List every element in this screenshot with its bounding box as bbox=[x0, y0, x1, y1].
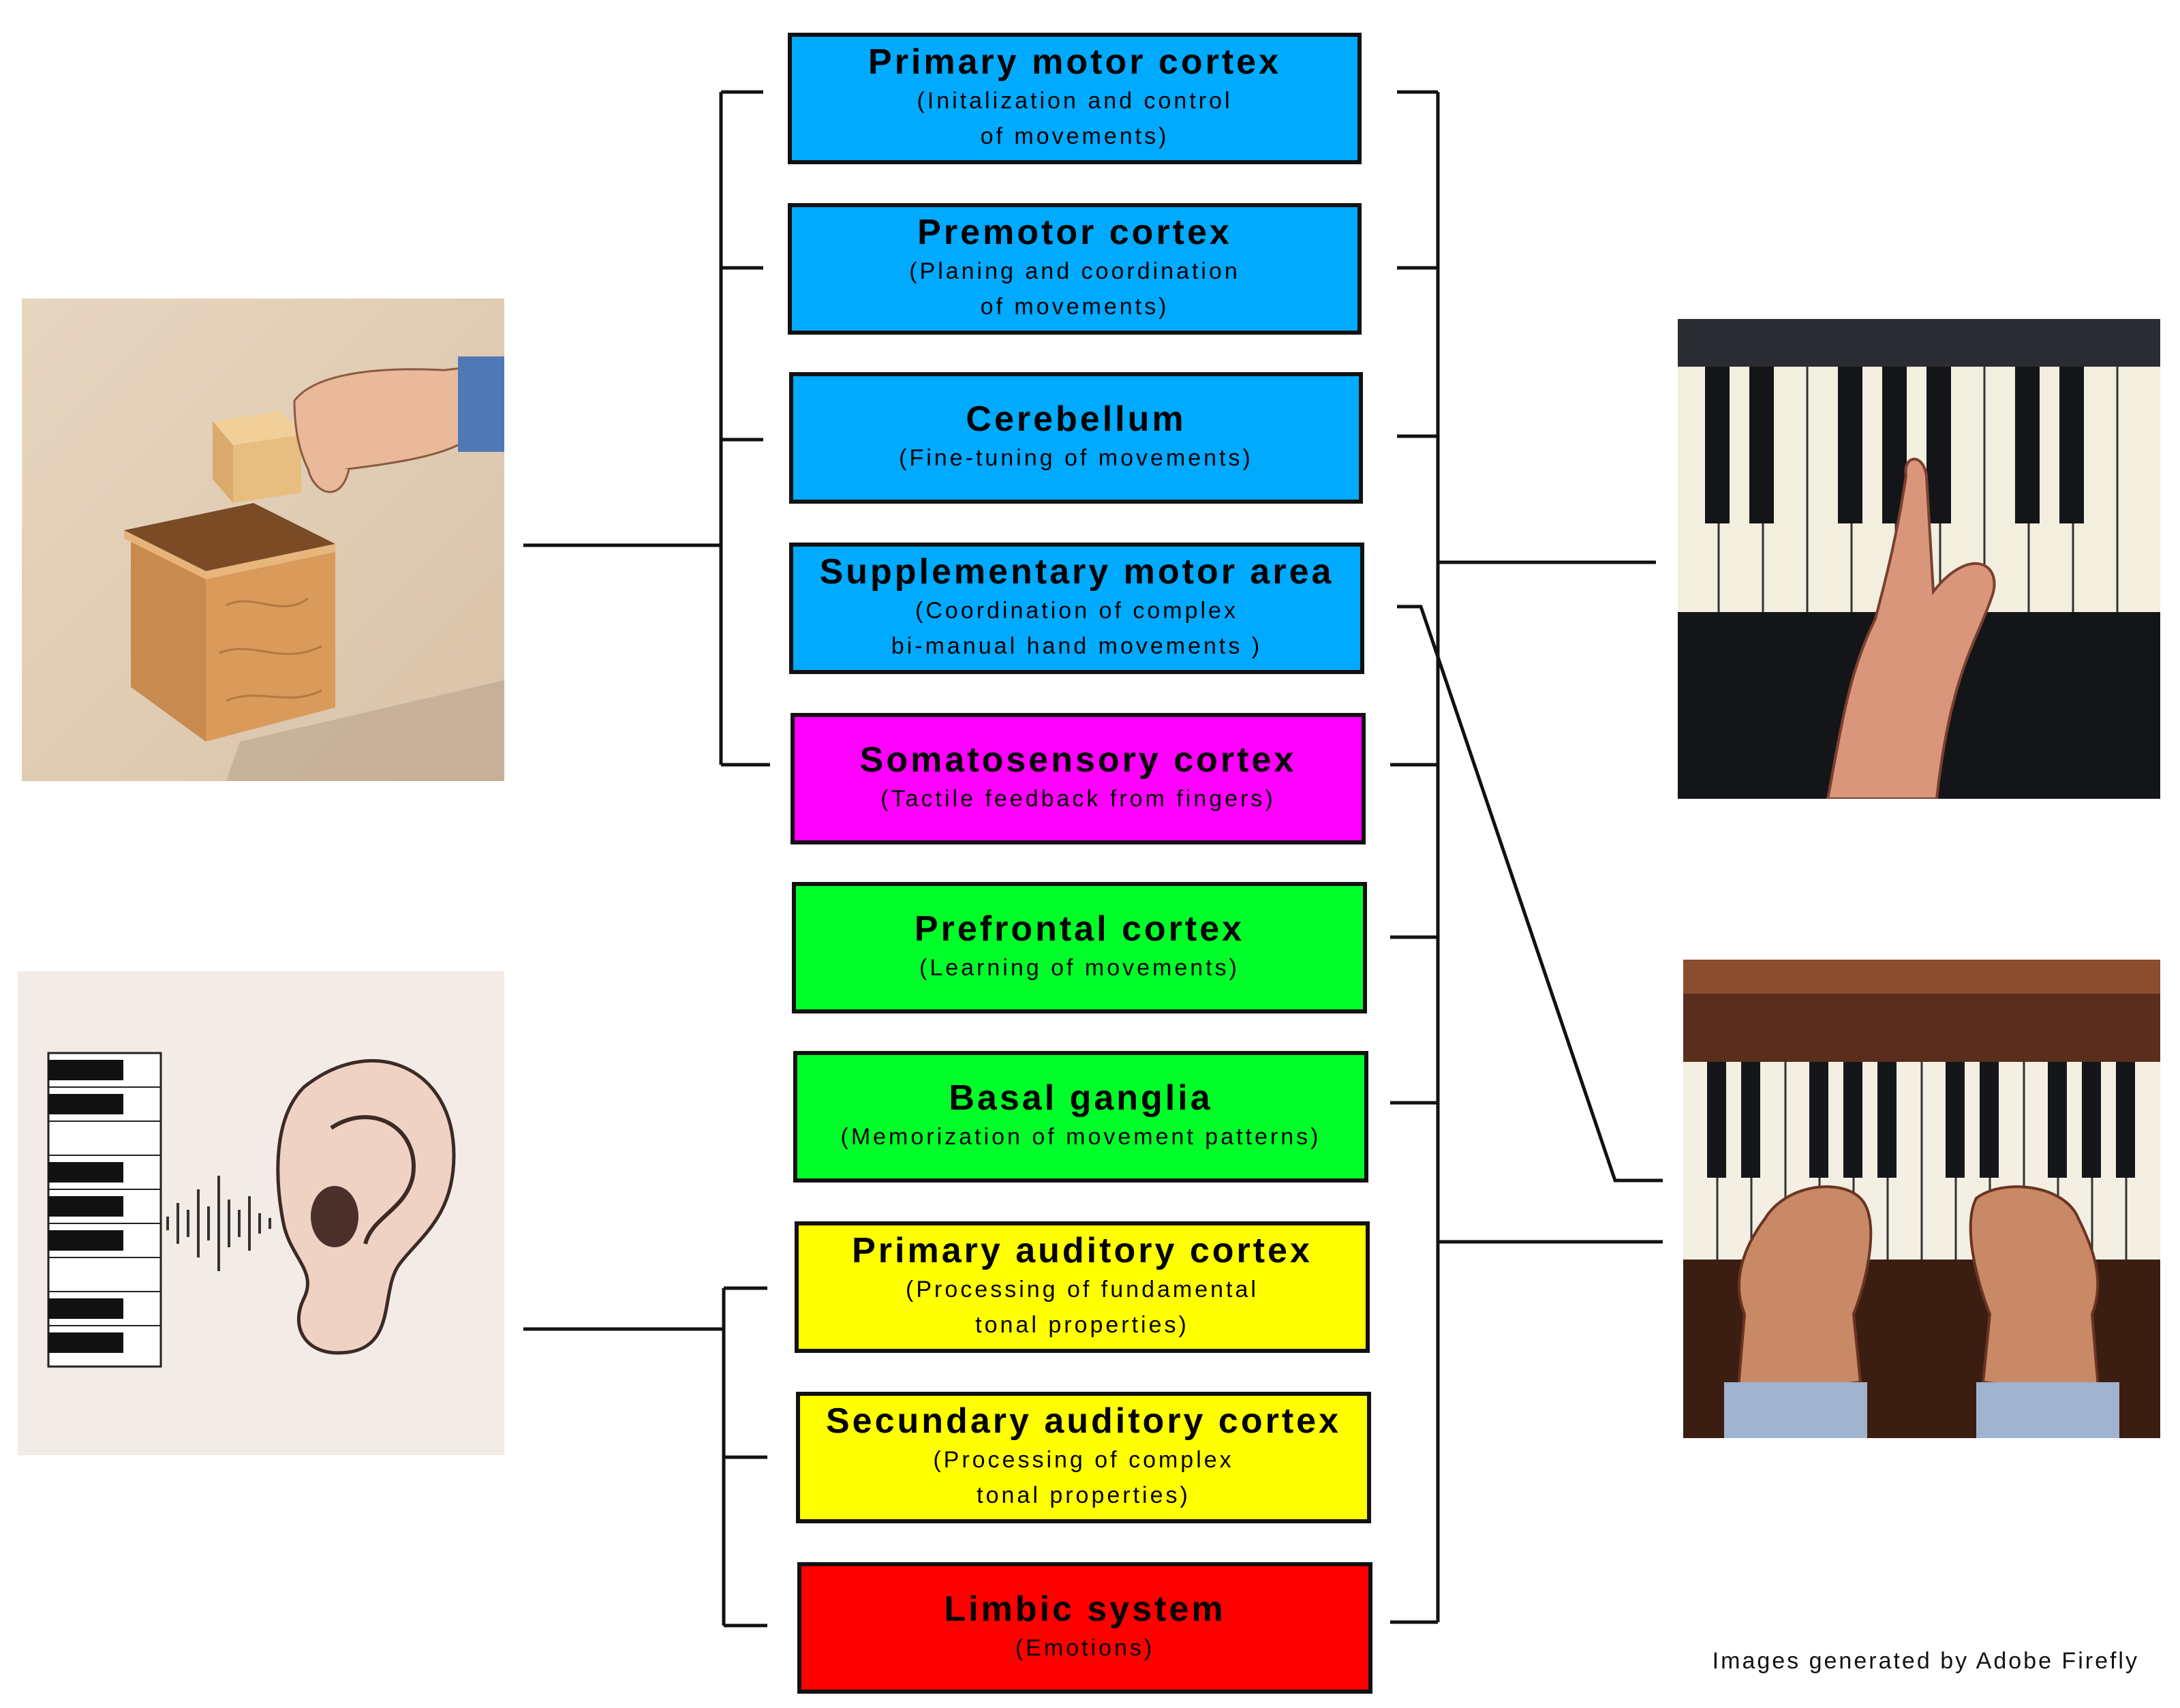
hand-box-illustration bbox=[22, 299, 504, 781]
box-secundary-auditory-cortex: Secundary auditory cortex (Processing of… bbox=[796, 1392, 1371, 1523]
box-description: (Initalization and control of movements) bbox=[917, 87, 1233, 150]
box-title: Prefrontal cortex bbox=[914, 909, 1245, 949]
ear-piano-illustration bbox=[18, 971, 504, 1455]
box-description: (Emotions) bbox=[1015, 1635, 1155, 1662]
box-description: (Processing of complex tonal properties) bbox=[933, 1446, 1234, 1509]
box-limbic-system: Limbic system (Emotions) bbox=[797, 1562, 1372, 1694]
box-primary-auditory-cortex: Primary auditory cortex (Processing of f… bbox=[795, 1221, 1370, 1353]
box-cerebellum: Cerebellum (Fine-tuning of movements) bbox=[789, 372, 1363, 504]
box-premotor-cortex: Premotor cortex (Planing and coordinatio… bbox=[788, 203, 1362, 335]
box-title: Secundary auditory cortex bbox=[826, 1401, 1341, 1441]
box-description: (Processing of fundamental tonal propert… bbox=[906, 1276, 1259, 1339]
image-credit: Images generated by Adobe Firefly bbox=[1712, 1648, 2139, 1674]
box-prefrontal-cortex: Prefrontal cortex (Learning of movements… bbox=[792, 882, 1367, 1013]
box-description: (Memorization of movement patterns) bbox=[840, 1124, 1321, 1150]
box-description: (Fine-tuning of movements) bbox=[899, 445, 1253, 472]
box-title: Cerebellum bbox=[966, 399, 1186, 440]
box-somatosensory-cortex: Somatosensory cortex (Tactile feedback f… bbox=[790, 713, 1366, 844]
box-title: Limbic system bbox=[944, 1589, 1226, 1630]
box-description: (Learning of movements) bbox=[919, 955, 1240, 981]
box-supplementary-motor-area: Supplementary motor area (Coordination o… bbox=[789, 543, 1364, 674]
box-primary-motor-cortex: Primary motor cortex (Initalization and … bbox=[788, 33, 1362, 164]
box-title: Primary motor cortex bbox=[868, 42, 1281, 82]
box-title: Primary auditory cortex bbox=[852, 1230, 1312, 1270]
box-basal-ganglia: Basal ganglia (Memorization of movement … bbox=[793, 1051, 1368, 1183]
box-title: Basal ganglia bbox=[949, 1078, 1213, 1118]
box-title: Supplementary motor area bbox=[819, 551, 1334, 592]
piano-single-finger-illustration bbox=[1678, 319, 2160, 799]
piano-two-hands-illustration bbox=[1683, 960, 2160, 1438]
box-title: Premotor cortex bbox=[917, 212, 1232, 252]
box-title: Somatosensory cortex bbox=[859, 740, 1297, 780]
box-description: (Coordination of complex bi-manual hand … bbox=[891, 597, 1263, 660]
box-description: (Tactile feedback from fingers) bbox=[880, 786, 1276, 812]
box-description: (Planing and coordination of movements) bbox=[909, 258, 1240, 320]
